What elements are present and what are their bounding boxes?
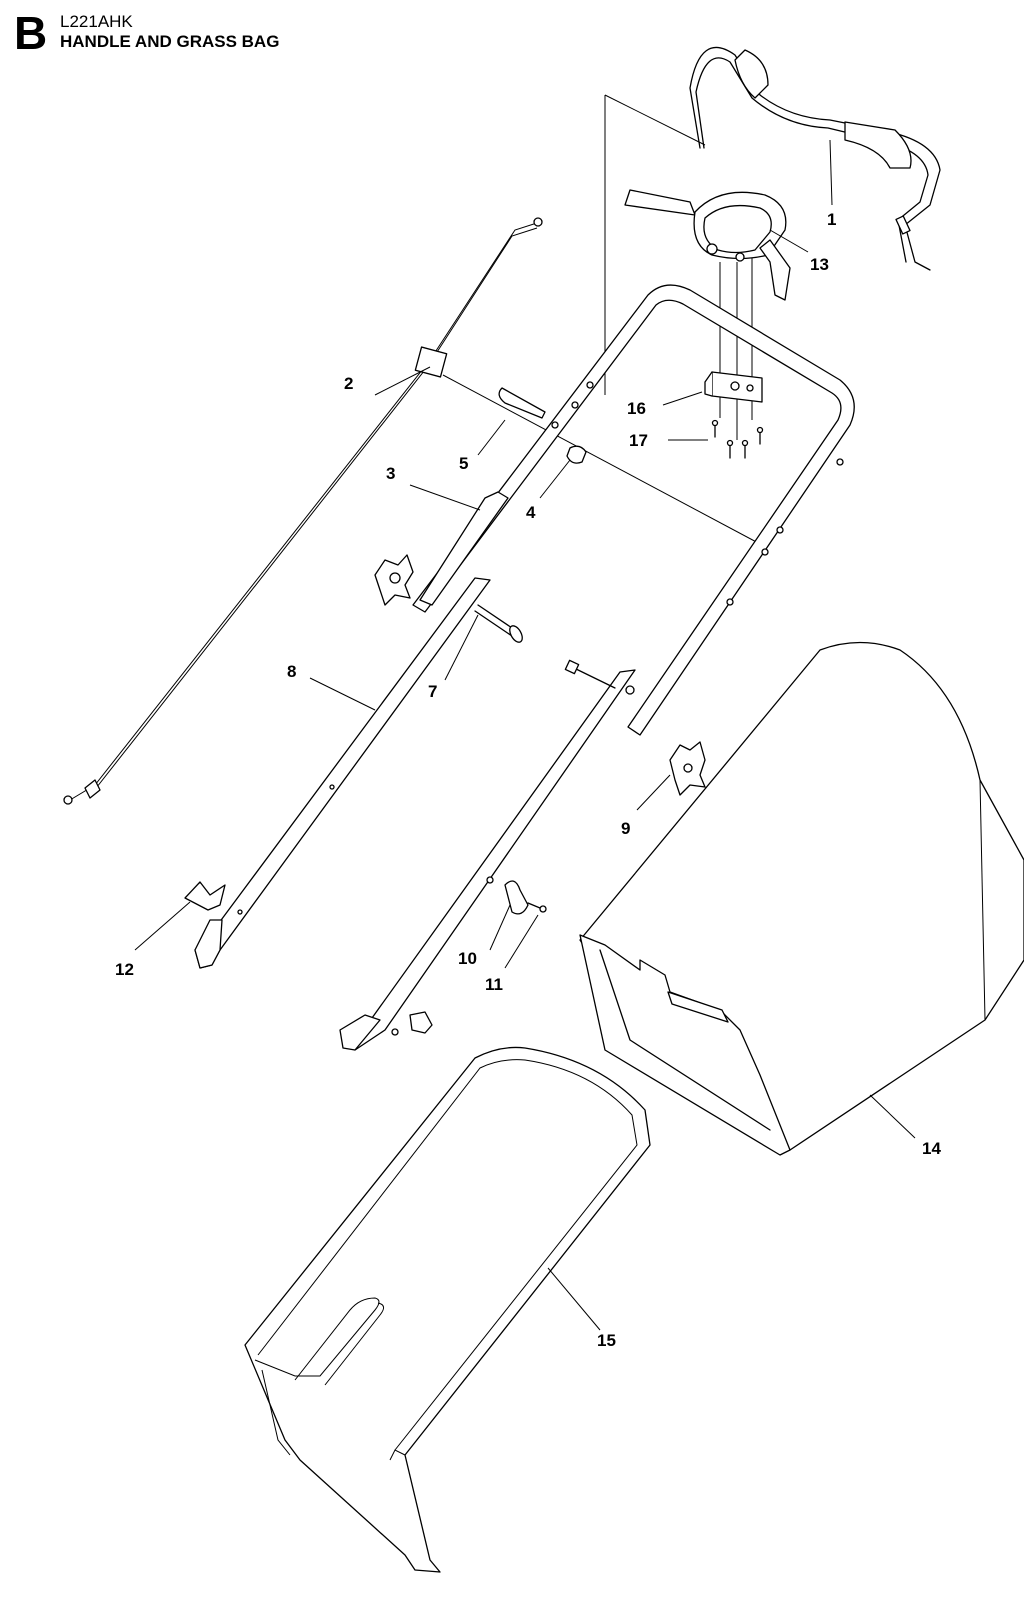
callout-8: 8: [287, 662, 296, 681]
leader-lines: [134, 139, 916, 1331]
callout-16: 16: [627, 399, 646, 418]
callout-12: 12: [115, 960, 134, 979]
part-14-grass-bag: [579, 641, 1024, 1156]
diagram-title: HANDLE AND GRASS BAG: [60, 32, 280, 51]
callout-7: 7: [428, 682, 437, 701]
callout-5: 5: [459, 454, 468, 473]
callout-4: 4: [526, 503, 536, 522]
part-5-pin: [498, 387, 546, 419]
part-16-bracket: [704, 371, 763, 403]
callout-10: 10: [458, 949, 477, 968]
bolt-right: [564, 659, 616, 689]
callout-14: 14: [922, 1139, 941, 1158]
knob-left: [374, 554, 414, 606]
lower-handle-frame: [412, 284, 855, 736]
part-2-cable: [63, 217, 543, 805]
lower-tube-right: [339, 669, 636, 1051]
cap-nut: [409, 1011, 433, 1034]
callout-2: 2: [344, 374, 353, 393]
part-13-control-box: [624, 189, 791, 301]
callout-3: 3: [386, 464, 395, 483]
callout-9: 9: [621, 819, 630, 838]
part-11-screw: [527, 902, 547, 913]
part-17-screws: [711, 419, 764, 459]
section-letter: B: [14, 7, 48, 59]
assembly-line: [442, 374, 763, 546]
part-4-nut: [566, 445, 587, 464]
callout-1: 1: [827, 210, 836, 229]
callout-11: 11: [485, 975, 503, 994]
callout-15: 15: [597, 1331, 616, 1350]
part-10-clip: [504, 880, 529, 915]
model-number: L221AHK: [60, 12, 133, 31]
part-7-bolt: [474, 604, 523, 643]
callout-13: 13: [810, 255, 829, 274]
part-15-bag-frame: [244, 1046, 651, 1573]
part-9-knob: [669, 741, 706, 796]
part-8-lower-tube-left: [194, 577, 491, 969]
part-3-cable-guide: [419, 491, 509, 606]
callout-17: 17: [629, 431, 648, 450]
part-1-upper-handle: [689, 46, 941, 271]
part-12-wing-knob: [184, 881, 226, 911]
assembly-line: [604, 94, 706, 146]
